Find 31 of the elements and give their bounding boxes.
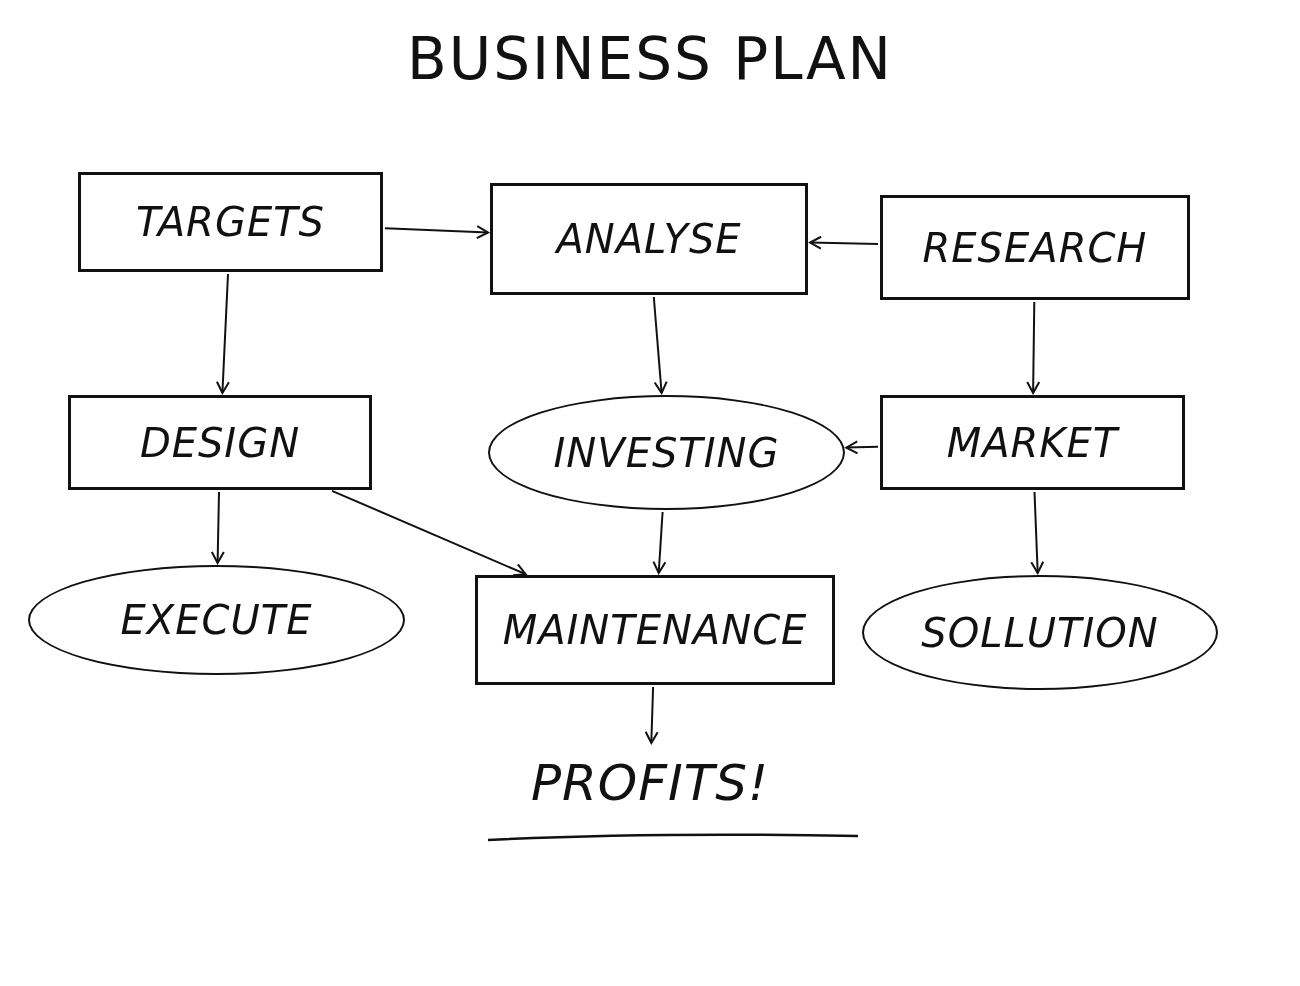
node-label: PROFITS! <box>530 753 770 812</box>
node-label: SOLLUTION <box>921 609 1159 656</box>
arrow <box>1026 301 1041 394</box>
arrow <box>1030 491 1045 574</box>
node-label: INVESTING <box>553 429 780 476</box>
title: BUSINESS PLAN <box>406 25 894 93</box>
arrow <box>652 511 667 574</box>
node-label: TARGETS <box>136 199 325 245</box>
ellipse-node <box>28 565 405 675</box>
node-label: ANALYSE <box>556 216 742 262</box>
node-label: MARKET <box>946 419 1119 466</box>
ellipse-node <box>862 575 1218 690</box>
arrow <box>652 296 668 394</box>
arrow <box>845 440 879 455</box>
arrow <box>215 273 230 394</box>
process-box <box>68 395 372 490</box>
process-box <box>490 183 808 295</box>
node-label: MAINTENANCE <box>502 607 808 653</box>
node-label: RESEARCH <box>922 224 1148 271</box>
process-box <box>880 395 1185 490</box>
arrow <box>331 489 527 577</box>
arrow <box>644 686 659 744</box>
process-box <box>78 172 383 272</box>
process-box <box>475 575 835 685</box>
arrow <box>384 225 489 240</box>
process-box <box>880 195 1190 300</box>
arrow <box>210 491 225 564</box>
arrow <box>809 235 879 250</box>
node-label: DESIGN <box>139 419 301 466</box>
ellipse-node <box>488 395 845 510</box>
node-label: EXECUTE <box>120 597 313 643</box>
